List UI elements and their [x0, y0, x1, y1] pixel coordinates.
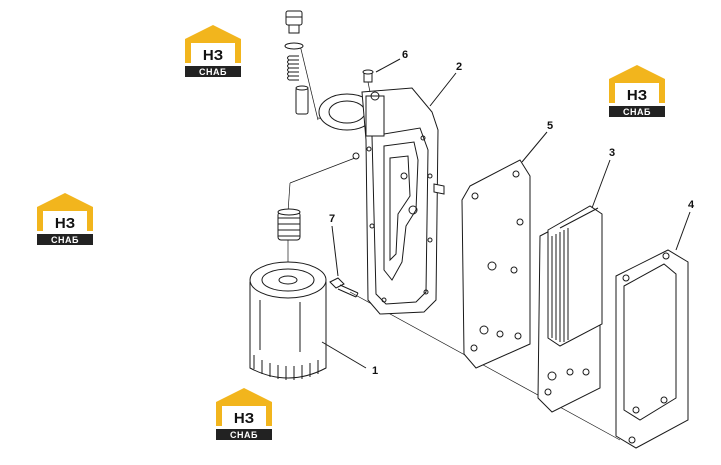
callout-1: 1: [372, 365, 378, 377]
watermark-logo-2: НЗ СНАБ: [609, 65, 665, 117]
callout-4: 4: [688, 199, 695, 211]
oil-filter: [249, 261, 327, 380]
logo-bottom-text: СНАБ: [623, 107, 651, 117]
gasket-part-4: [615, 249, 689, 449]
watermark-logo-4: НЗ СНАБ: [216, 388, 272, 440]
callout-3: 3: [609, 147, 615, 159]
regulator-valve-plug: [284, 10, 309, 115]
logo-bottom-text: СНАБ: [51, 235, 79, 245]
callout-7: 7: [329, 213, 335, 225]
callout-6: 6: [402, 49, 408, 61]
valve-cartridge: [277, 208, 301, 241]
watermark-logo-1: НЗ СНАБ: [185, 25, 241, 77]
callout-5: 5: [547, 120, 553, 132]
watermark-logo-3: НЗ СНАБ: [37, 193, 93, 245]
callout-leaders: [321, 58, 691, 369]
oil-cooler-housing: [352, 87, 445, 315]
callout-2: 2: [456, 61, 462, 73]
logo-top-text: НЗ: [627, 87, 647, 104]
logo-top-text: НЗ: [203, 47, 223, 64]
bolt-part-7: [329, 277, 359, 298]
logo-bottom-text: СНАБ: [230, 430, 258, 440]
cooler-core-part-3: [537, 205, 603, 413]
logo-top-text: НЗ: [55, 215, 75, 232]
gasket-part-5: [461, 159, 531, 369]
plug-part-6: [362, 69, 374, 93]
logo-top-text: НЗ: [234, 410, 254, 427]
logo-bottom-text: СНАБ: [199, 67, 227, 77]
